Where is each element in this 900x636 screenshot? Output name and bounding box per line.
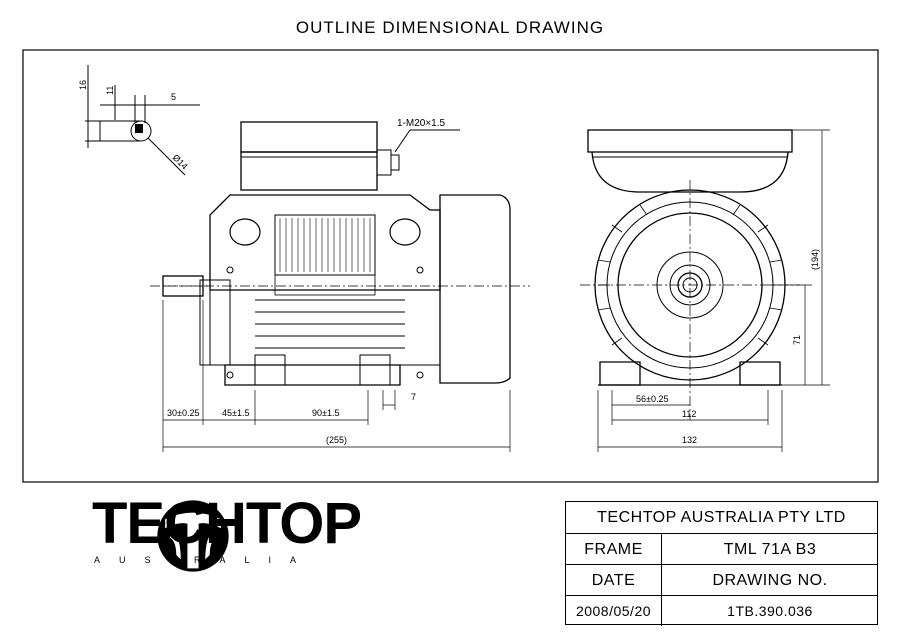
brand-subtitle: AUSTRALIA (94, 555, 316, 565)
shaft-length-label: 30±0.25 (167, 408, 199, 418)
title-block-values-row: 2008/05/20 1TB.390.036 (566, 595, 877, 626)
overall-length-label: (255) (326, 435, 347, 445)
date-value: 2008/05/20 (575, 603, 652, 619)
overall-width-label: 132 (682, 435, 697, 445)
side-view (150, 121, 530, 452)
front-view (580, 129, 830, 452)
dim-7-label: 7 (411, 392, 416, 402)
title-block-company-row: TECHTOP AUSTRALIA PTY LTD (566, 502, 877, 533)
thread-label: 1-M20×1.5 (397, 118, 446, 129)
brand-name: TECHTOP (92, 491, 362, 556)
dim-90-label: 90±1.5 (312, 408, 339, 418)
key-height-label: 16 (78, 80, 88, 90)
title-block: TECHTOP AUSTRALIA PTY LTD FRAME TML 71A … (565, 501, 878, 626)
height-71-label: 71 (792, 335, 802, 345)
frame-value: TML 71A B3 (723, 540, 817, 558)
company-name: TECHTOP AUSTRALIA PTY LTD (597, 508, 846, 526)
title-block-date-row: DATE DRAWING NO. (566, 564, 877, 596)
frame-label: FRAME (584, 540, 643, 558)
date-label: DATE (591, 571, 636, 589)
page-title: OUTLINE DIMENSIONAL DRAWING (295, 18, 605, 37)
key-width-label: 5 (171, 92, 176, 102)
key-depth-label: 11 (105, 86, 115, 95)
techtop-logo (157, 500, 229, 572)
base-width-label: 112 (682, 409, 696, 419)
drawing-no-label: DRAWING NO. (712, 571, 828, 589)
drawing-no-value: 1TB.390.036 (727, 603, 813, 619)
shaft-dia-label: Ø14 (171, 152, 190, 171)
drawing-border (22, 49, 879, 483)
shaft-key-detail (85, 65, 200, 176)
half-base-label: 56±0.25 (636, 394, 668, 404)
dim-45-label: 45±1.5 (222, 408, 249, 418)
title-block-frame-row: FRAME TML 71A B3 (566, 533, 877, 565)
height-194-label: (194) (810, 249, 820, 270)
